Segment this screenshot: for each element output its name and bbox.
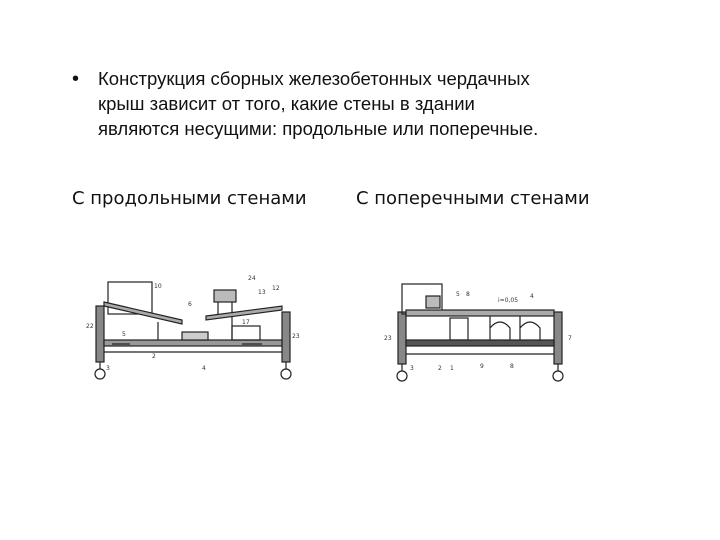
- bullet-text: Конструкция сборных железобетонных черда…: [98, 66, 668, 141]
- label-24: 24: [248, 275, 256, 282]
- label-3: 3: [410, 365, 414, 372]
- roof-section-longitudinal-drawing: 10 24 13 12 6 22 17 23 5 2 3 4: [86, 275, 300, 380]
- bullet-line-2: крыш зависит от того, какие стены в здан…: [98, 93, 475, 114]
- caption-longitudinal-walls: С продольными стенами: [72, 188, 307, 209]
- label-2: 2: [438, 365, 442, 372]
- bullet-line-1: Конструкция сборных железобетонных черда…: [98, 68, 530, 89]
- roof-section-longitudinal-figure: 10 24 13 12 6 22 17 23 5 2 3 4: [82, 266, 302, 396]
- label-23: 23: [384, 335, 392, 342]
- label-13: 13: [258, 289, 266, 296]
- label-5: 5: [122, 331, 126, 338]
- label-5: 5: [456, 291, 460, 298]
- label-slope: i=0,05: [498, 297, 518, 304]
- caption-transverse-walls: С поперечными стенами: [356, 188, 590, 209]
- label-2: 2: [152, 353, 156, 360]
- label-3: 3: [106, 365, 110, 372]
- label-6: 6: [188, 301, 192, 308]
- label-1: 1: [450, 365, 454, 372]
- label-22: 22: [86, 323, 94, 330]
- roof-section-transverse-figure: 5 8 4 i=0,05 23 7 3 2 1 9 8: [380, 266, 580, 396]
- label-8b: 8: [510, 363, 514, 370]
- label-9: 9: [480, 363, 484, 370]
- label-23: 23: [292, 333, 300, 340]
- label-8: 8: [466, 291, 470, 298]
- label-7: 7: [568, 335, 572, 342]
- label-10: 10: [154, 283, 162, 290]
- label-17: 17: [242, 319, 250, 326]
- label-12: 12: [272, 285, 280, 292]
- roof-section-transverse-drawing: 5 8 4 i=0,05 23 7 3 2 1 9 8: [384, 283, 572, 382]
- label-4: 4: [202, 365, 206, 372]
- bullet-line-3: являются несущими: продольные или попере…: [98, 118, 539, 139]
- label-4: 4: [530, 293, 534, 300]
- bullet-marker: •: [72, 68, 80, 90]
